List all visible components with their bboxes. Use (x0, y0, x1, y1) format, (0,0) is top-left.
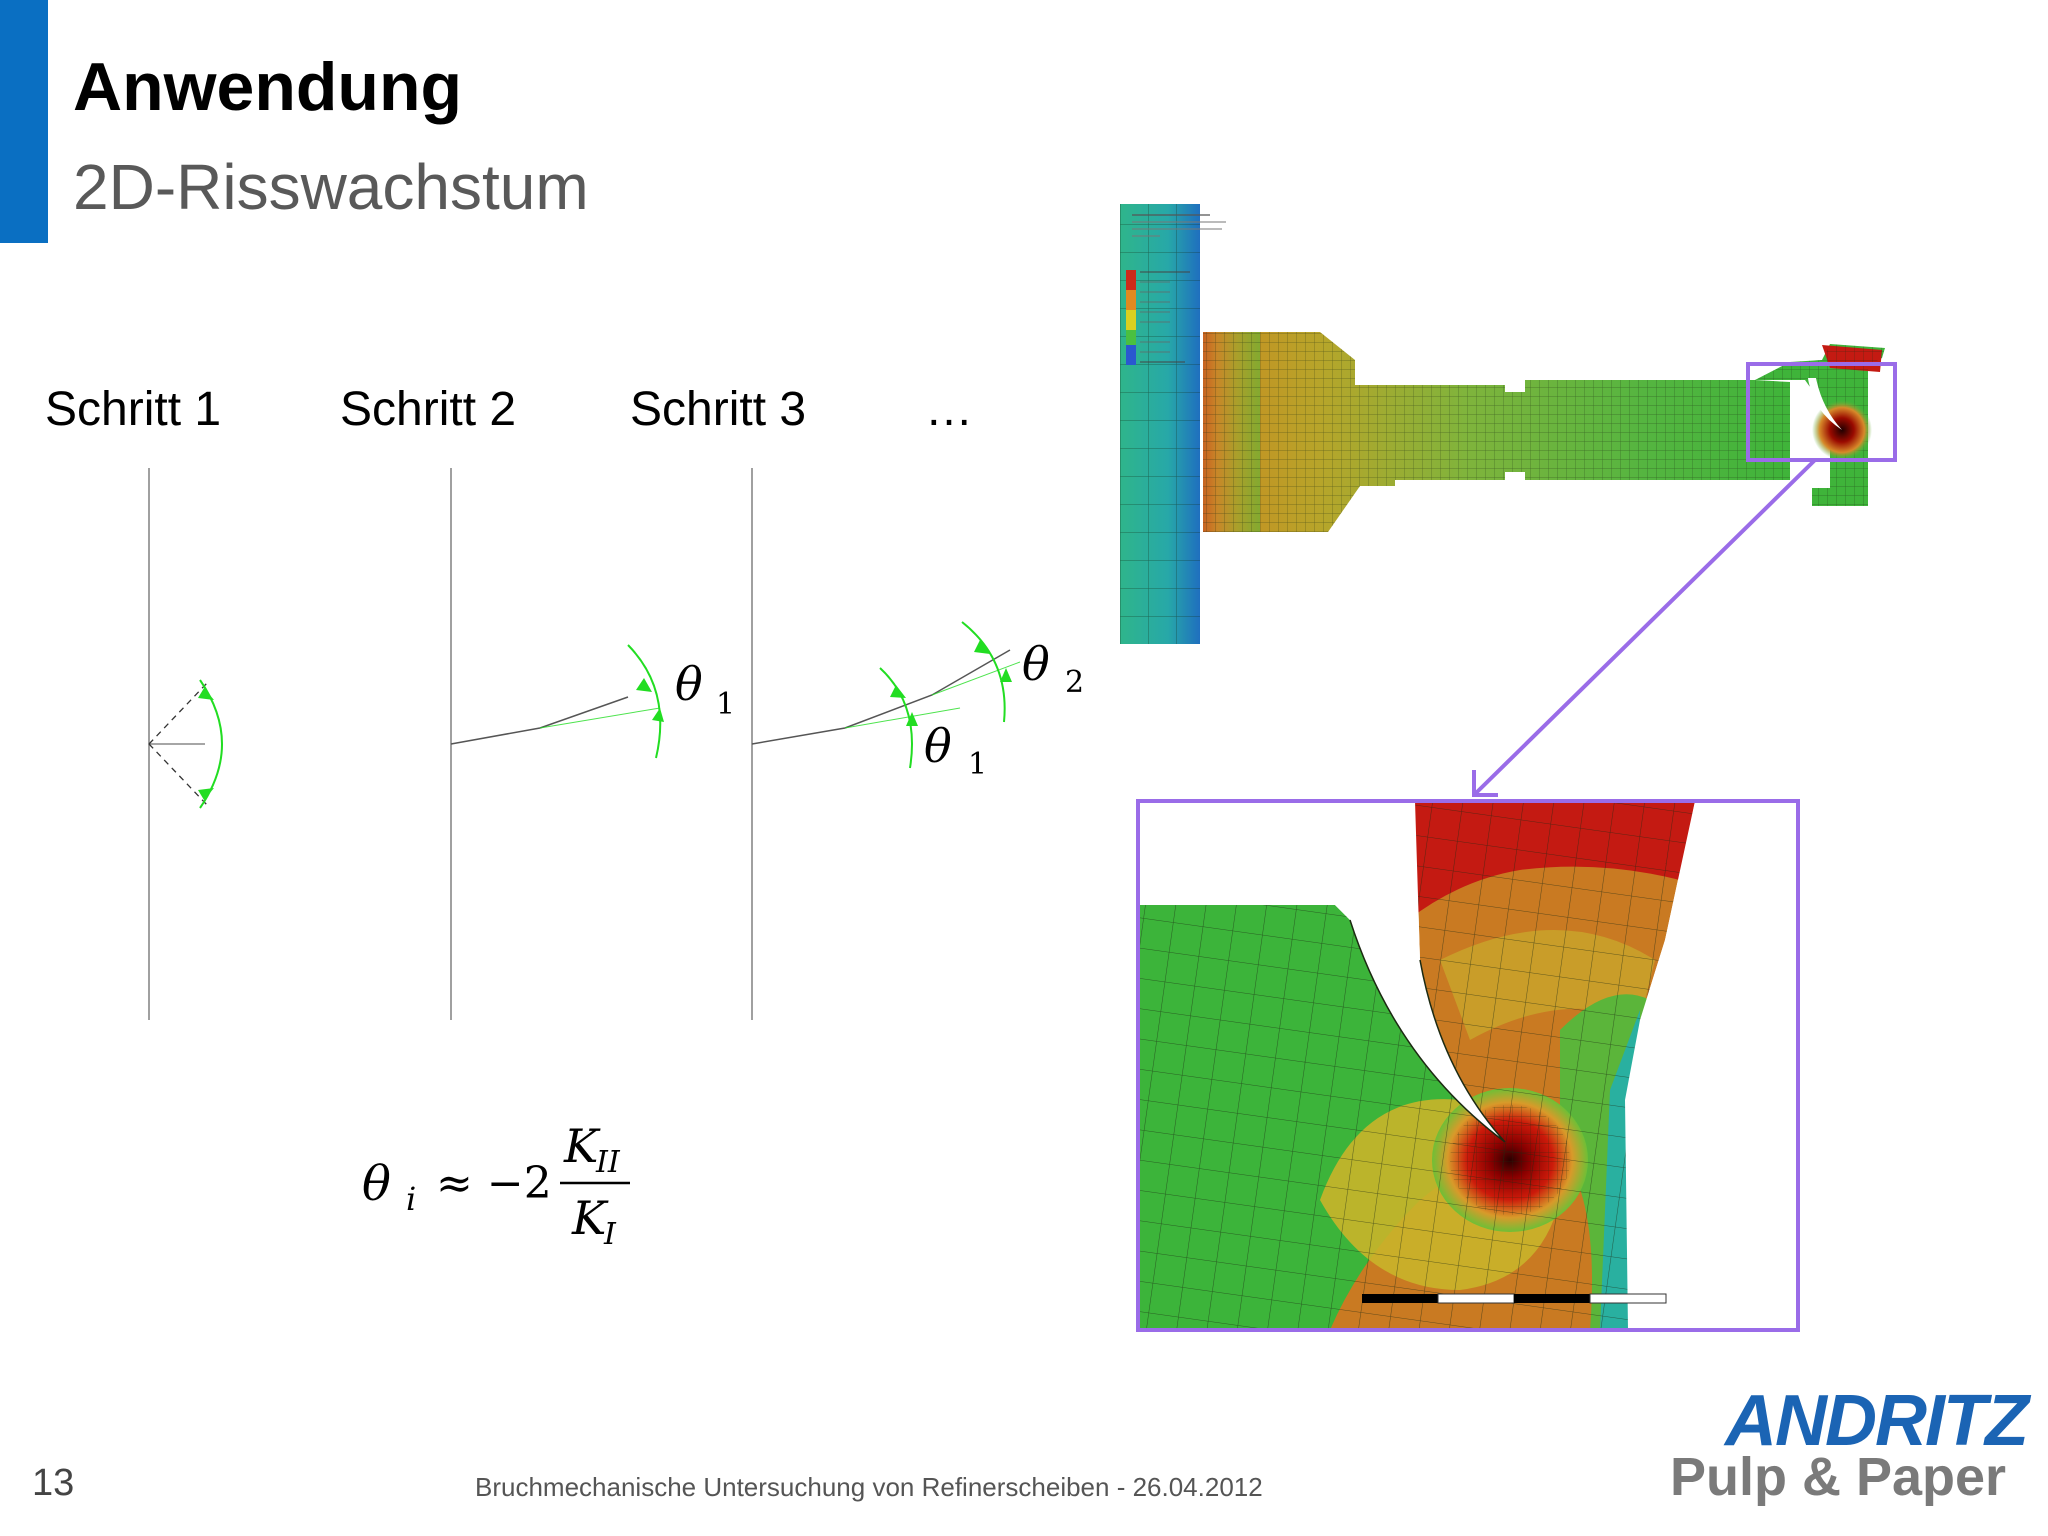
fe-crack-gap (1808, 378, 1842, 430)
formula-theta-subscript: i (406, 1180, 416, 1218)
theta-1-subscript: 1 (716, 687, 735, 722)
fe-legend-labels (1132, 214, 1226, 363)
step-2-diagram: θ 1 (450, 468, 735, 1020)
step-2-angle-arc (627, 644, 662, 759)
step-1-dashed-lower (148, 743, 209, 807)
step-3-diagram: θ 2 θ 1 (751, 468, 1084, 1020)
zoom-connector-arrow (1474, 458, 1817, 795)
theta-1-step3-subscript: 1 (968, 747, 987, 782)
formula-relation: ≈ −2 (436, 1158, 552, 1209)
fe-zoom-top-void (1138, 801, 1415, 905)
slide-subtitle: 2D-Risswachstum (73, 151, 589, 223)
step-3-crack-path (751, 649, 1011, 745)
fe-crack-zoom (1136, 799, 1800, 1332)
step-3-angle-arc-1 (879, 667, 913, 769)
step-3-reference-line-1 (844, 707, 961, 729)
formula-denominator-k: K (571, 1191, 609, 1245)
slide-title: Anwendung (73, 49, 463, 125)
formula-denominator-subscript: I (603, 1217, 617, 1252)
theta-1-symbol: θ (675, 657, 703, 711)
formula-numerator-subscript: II (595, 1145, 621, 1180)
arrowhead-icon (906, 712, 918, 726)
arrowhead-icon (890, 685, 906, 698)
fe-zoom-crack-gap (1310, 801, 1505, 1142)
fe-model-overview (1120, 204, 1897, 797)
step-label-more: … (925, 383, 973, 436)
theta-1-step3-symbol: θ (924, 719, 952, 773)
step-3-reference-line-2 (931, 661, 1021, 696)
footer-caption: Bruchmechanische Untersuchung von Refine… (475, 1472, 1263, 1502)
logo-division: Pulp & Paper (1670, 1447, 2007, 1507)
crack-angle-formula: θ i ≈ −2 K II K I (362, 1119, 630, 1252)
formula-theta: θ (362, 1156, 391, 1212)
step-1-dashed-upper (148, 681, 209, 745)
theta-2-symbol: θ (1022, 637, 1050, 691)
step-label-3: Schritt 3 (630, 383, 807, 436)
arrowhead-icon (1000, 668, 1012, 682)
fe-zoom-right-void (1625, 801, 1798, 1330)
logo-brand: ANDRITZ (1725, 1381, 2029, 1461)
theta-2-subscript: 2 (1065, 665, 1084, 700)
formula-numerator-k: K (563, 1119, 601, 1173)
andritz-logo: ANDRITZ Pulp & Paper (1670, 1380, 2029, 1510)
arrowhead-icon (1472, 770, 1498, 797)
arrowhead-icon (198, 688, 214, 700)
fe-zoom-scale-bar (1362, 1293, 1667, 1304)
accent-bar (0, 0, 48, 243)
fe-highlight-box (1746, 362, 1897, 462)
step-label-2: Schritt 2 (340, 383, 517, 436)
page-number: 13 (32, 1462, 75, 1504)
arrowhead-icon (974, 640, 990, 654)
arrowhead-icon (636, 678, 652, 692)
step-2-reference-line (539, 707, 661, 729)
zoom-frame (1136, 799, 1800, 1332)
step-3-angle-arc-2 (961, 621, 1006, 723)
step-1-diagram (148, 468, 223, 1020)
arrowhead-icon (198, 788, 214, 800)
arrowhead-icon (652, 708, 664, 722)
step-label-1: Schritt 1 (45, 383, 222, 436)
step-2-crack-path (450, 696, 629, 745)
